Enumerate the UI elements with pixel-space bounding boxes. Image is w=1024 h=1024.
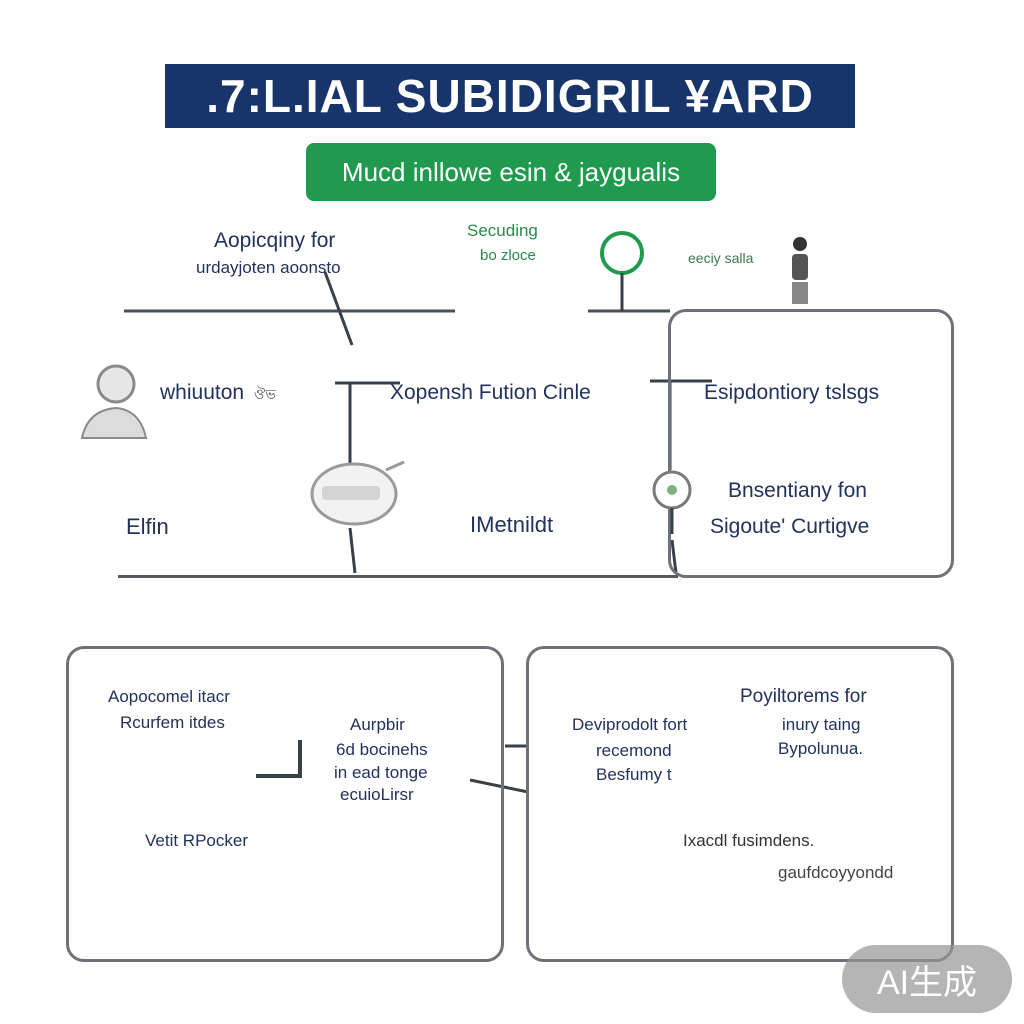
lower-left-panel bbox=[66, 646, 504, 962]
lower-left-center-line2: 6d bocinehs bbox=[336, 740, 428, 759]
lower-right-heading-line3: Bypolunua. bbox=[778, 739, 864, 758]
top-left-label-line2: urdayjoten aoonsto bbox=[196, 258, 341, 277]
row2-left-label: Elfin bbox=[126, 514, 169, 539]
lower-left-bottom-label: Vetit RPocker bbox=[145, 831, 248, 850]
lower-right-middle-line1: Deviprodolt fort bbox=[572, 715, 688, 734]
top-right-label: eeciy salla bbox=[688, 250, 754, 266]
row1-left-label: whiuuton ঔভ bbox=[160, 381, 276, 404]
lower-right-middle-line2: recemond bbox=[596, 741, 672, 760]
lower-left-heading-line2: Rcurfem itdes bbox=[120, 713, 225, 732]
upper-panel-bottom-line bbox=[118, 575, 678, 578]
lower-right-bottom-label: Ixacdl fusimdens. bbox=[683, 831, 815, 850]
lower-left-heading-line1: Aopocomel itacr bbox=[108, 687, 230, 706]
top-left-pointer bbox=[323, 271, 354, 346]
row2-right-label-line2: Sigoute' Curtigve bbox=[710, 515, 870, 538]
row1-left-tag: ঔভ bbox=[253, 386, 276, 402]
row2-right-label-line1: Bnsentiany fon bbox=[728, 479, 867, 502]
lower-right-panel bbox=[526, 646, 954, 962]
lower-right-heading-line1: Poyiltorems for bbox=[740, 686, 867, 707]
lower-left-elbow bbox=[256, 740, 302, 778]
diagram-title: .7:L.IAL SUBIDIGRIL ¥ARD bbox=[165, 64, 855, 128]
speech-bubble-icon bbox=[310, 460, 405, 526]
top-center-label-line1: Secuding bbox=[467, 221, 538, 240]
diagram-subtitle: Mucd inllowe esin & jaygualis bbox=[306, 143, 716, 201]
node-icon bbox=[652, 470, 692, 534]
upper-left-vertical-lower bbox=[348, 527, 357, 574]
lower-left-center-line4: ecuioLirsr bbox=[340, 785, 414, 804]
figure-icon bbox=[792, 237, 808, 304]
lower-left-center-line3: in ead tonge bbox=[334, 763, 428, 782]
lower-right-footer-label: gaufdcoyyondd bbox=[778, 863, 894, 882]
green-node-icon bbox=[600, 231, 644, 275]
ai-generated-watermark: AI生成 bbox=[842, 945, 1012, 1013]
person-icon bbox=[80, 364, 148, 439]
upper-right-panel bbox=[668, 309, 954, 578]
row1-right-label: Esipdontiory tslsgs bbox=[704, 381, 880, 404]
lower-right-middle-line3: Besfumy t bbox=[596, 765, 672, 784]
row2-middle-label: IMetnildt bbox=[470, 512, 554, 537]
top-center-label-line2: bo zloce bbox=[480, 247, 536, 264]
lower-left-center-line1: Aurpbir bbox=[350, 715, 405, 734]
panel-link-bottom bbox=[469, 778, 529, 794]
lower-right-heading-line2: inury taing bbox=[782, 715, 861, 734]
top-left-label-line1: Aopicqiny for bbox=[214, 229, 336, 252]
row1-middle-label: Xopensh Fution Cinle bbox=[390, 381, 591, 404]
